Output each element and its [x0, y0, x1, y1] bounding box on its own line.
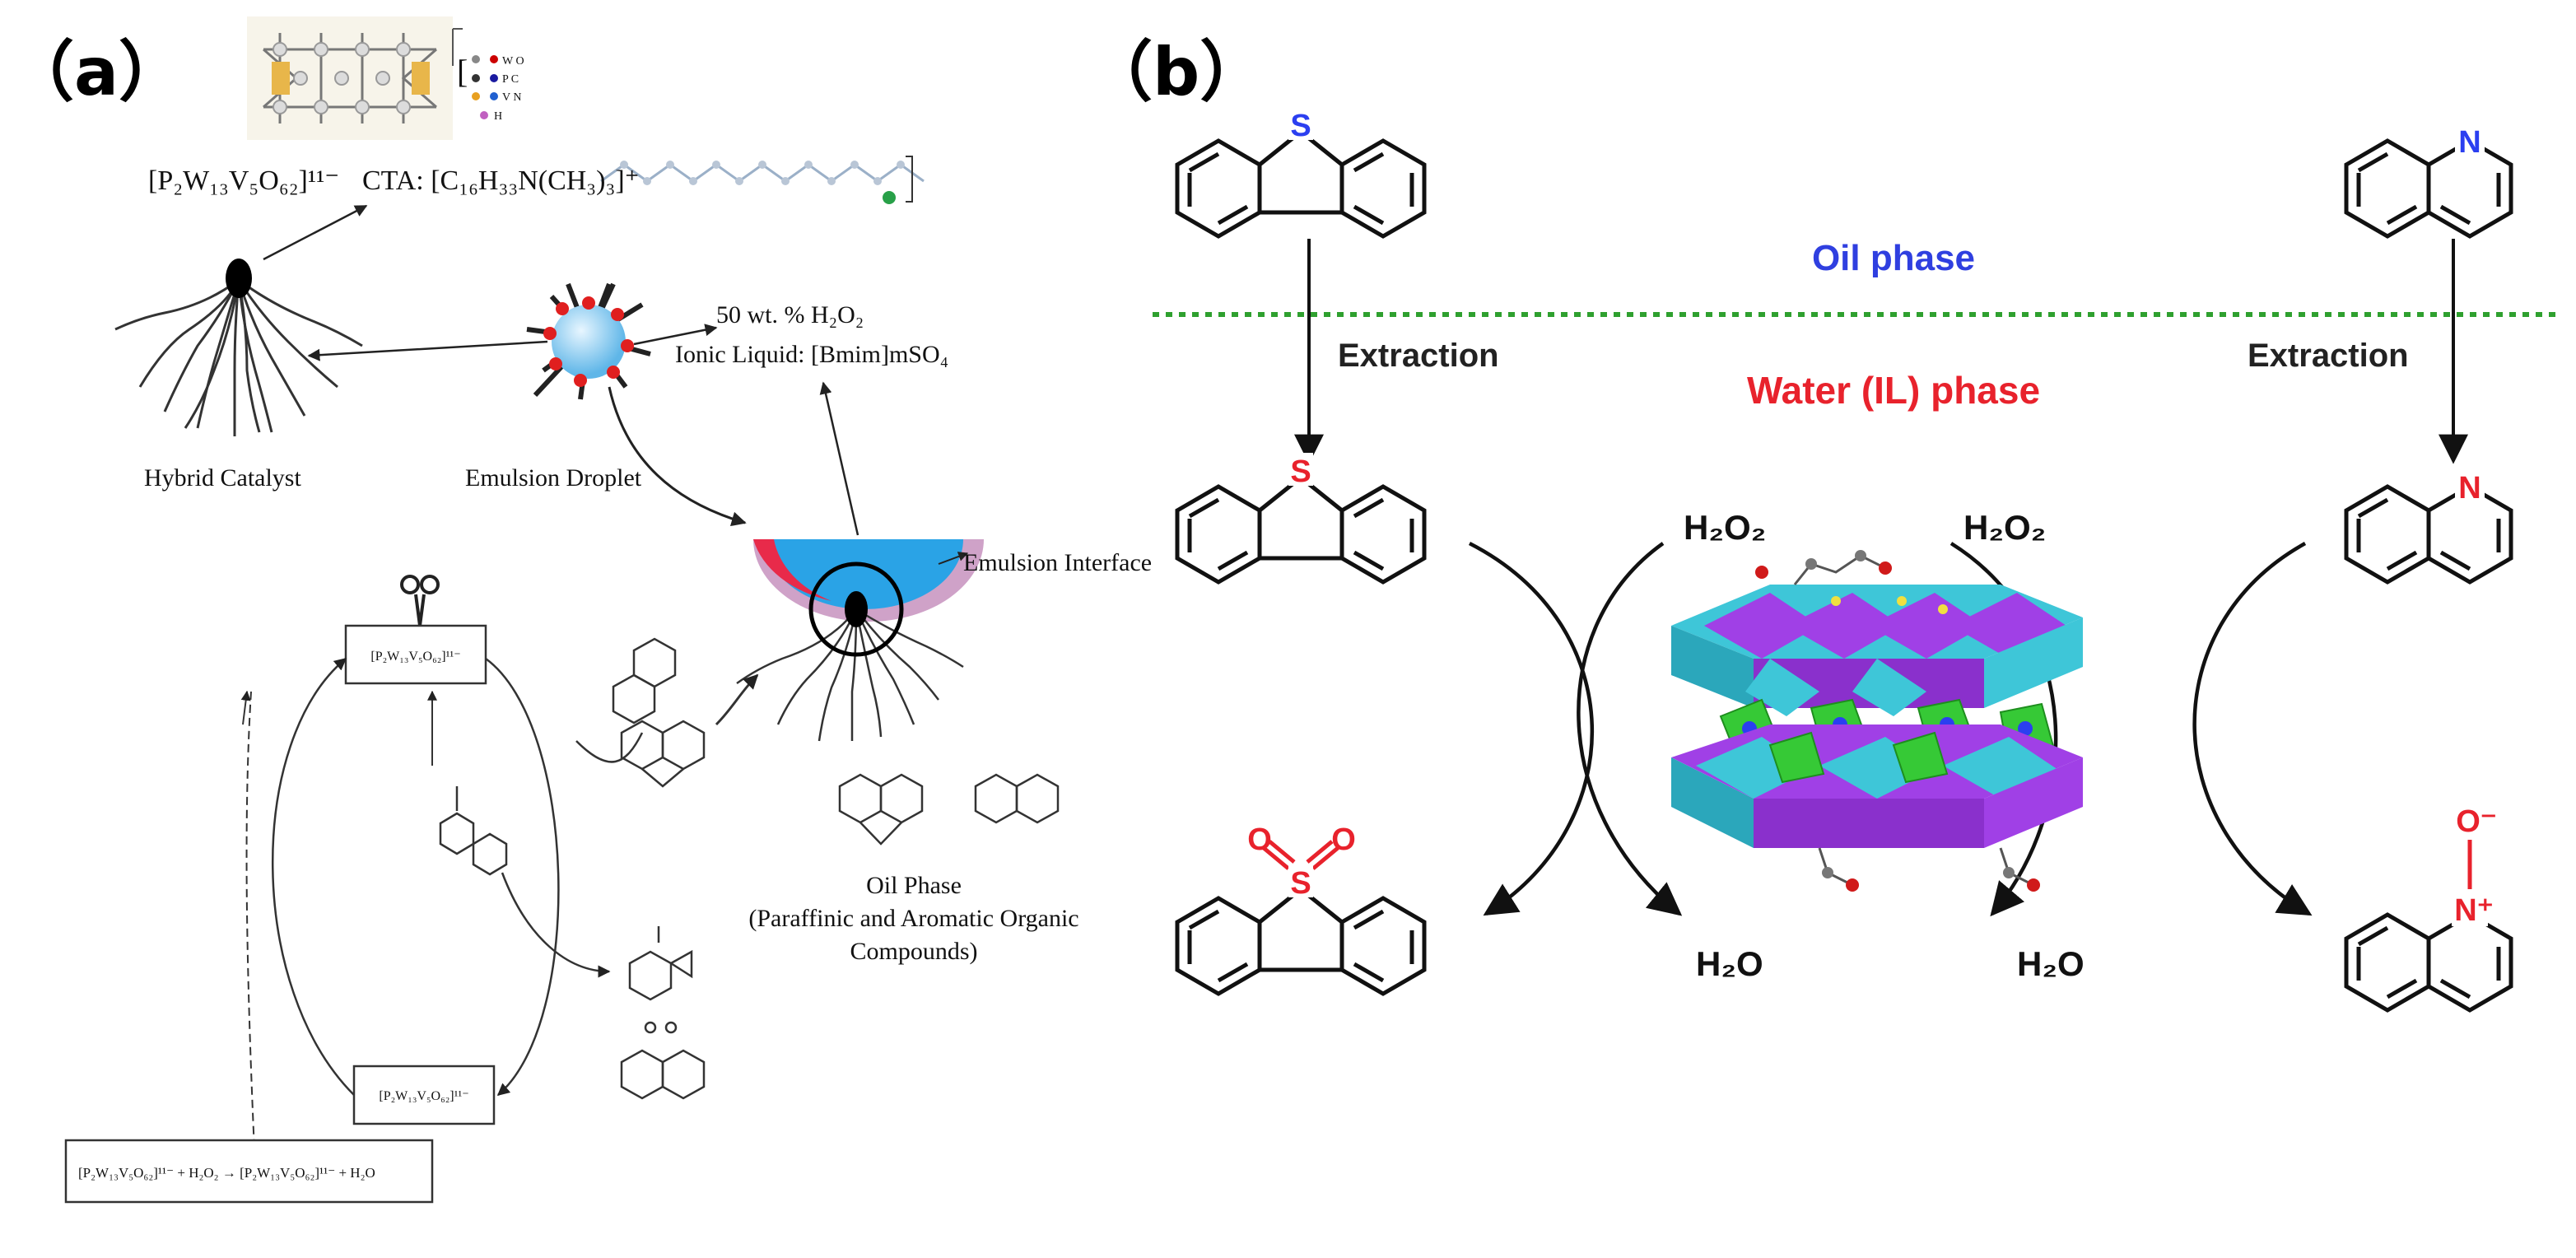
atom-s-water: S: [1290, 454, 1311, 489]
svg-text:[: [: [457, 53, 468, 90]
h2o2-label: 50 wt. % H₂O₂: [716, 301, 864, 328]
emulsion-interface-label: Emulsion Interface: [963, 549, 1152, 576]
oil-quinoline-icon: [974, 773, 1060, 824]
legend-w: W O: [502, 55, 524, 68]
dbt-oil-molecule: [1175, 107, 1427, 239]
dbt-water-molecule: [1175, 453, 1427, 585]
oil-dbt-icon: [838, 773, 924, 846]
quinoline-oil-molecule: [2344, 123, 2513, 239]
atom-o-minus: O⁻: [2456, 804, 2497, 839]
svg-text:V N: V N: [502, 91, 521, 104]
h2o2-left: H₂O₂: [1684, 508, 1766, 547]
oil-phase-title: Oil phase: [1812, 238, 1975, 278]
quinoline-oxide-small-icon: [628, 926, 693, 1001]
atom-n-oil: N: [2458, 125, 2481, 160]
oil-phase-sub2: Compounds): [850, 938, 977, 965]
atom-o-right: O: [1331, 822, 1356, 857]
hybrid-catalyst-label: Hybrid Catalyst: [144, 464, 301, 492]
panel-b: （b） Oil phase Water (IL) phase S Extract…: [1087, 34, 2560, 1013]
svg-text:H: H: [494, 110, 502, 123]
panel-a-label: （a）: [8, 34, 184, 110]
dbt-small-icon: [620, 720, 706, 788]
atom-o-left: O: [1247, 822, 1272, 857]
oil-phase-sub1: (Paraffinic and Aromatic Organic: [748, 905, 1078, 932]
dbt-sulfone-small-icon: [620, 1021, 706, 1100]
catalyst-crystal-structure: [1671, 550, 2083, 892]
atom-n-plus: N⁺: [2454, 893, 2494, 928]
extraction-left-label: Extraction: [1338, 338, 1499, 374]
pom-structure-image: [247, 16, 463, 140]
h2o-left: H₂O: [1696, 944, 1763, 983]
atom-s-oil: S: [1290, 109, 1311, 143]
catalytic-cycle: [P₂W₁₃V₅O₆₂]¹¹⁻ [P₂W₁₃V₅O₆₂]¹¹⁻: [240, 624, 644, 1171]
emulsion-interface-icon: [736, 539, 984, 742]
quinoline-small-icon: [612, 637, 677, 725]
panel-b-label: （b）: [1087, 34, 1265, 110]
cta-chain-image: [600, 156, 925, 204]
emulsion-droplet-icon: [526, 282, 651, 400]
pom-formula: [P₂W₁₃V₅O₆₂]¹¹⁻: [148, 165, 339, 196]
reaction-arrows: [1468, 541, 2313, 917]
dbt-sulfone-molecule: [1175, 840, 1427, 996]
extraction-right-label: Extraction: [2248, 338, 2409, 374]
cycle-bottom-box: [P₂W₁₃V₅O₆₂]¹¹⁻: [379, 1089, 468, 1103]
h2o-right: H₂O: [2017, 944, 2085, 983]
cta-formula: CTA: [C₁₆H₃₃N(CH₃)₃]⁺: [362, 165, 640, 196]
equation-box: [64, 1139, 434, 1204]
atom-n-water: N: [2458, 471, 2481, 506]
water-phase-title: Water (IL) phase: [1747, 369, 2040, 412]
hybrid-catalyst-icon: [114, 259, 363, 436]
peroxo-icon: [400, 575, 440, 627]
cycle-dbt-icon: [439, 786, 508, 876]
panel-a: （a） [: [8, 16, 1152, 1204]
ionic-liquid-label: Ionic Liquid: [Bmim]mSO₄: [675, 341, 948, 368]
equation-text: [P₂W₁₃V₅O₆₂]¹¹⁻ + H₂O₂ → [P₂W₁₃V₅O₆₂]¹¹⁻…: [78, 1165, 375, 1181]
quinoline-oxide-molecule: [2344, 840, 2513, 1013]
oil-phase-label: Oil Phase: [866, 872, 962, 899]
atom-s-sulfone: S: [1290, 866, 1311, 901]
element-legend: [ W O P C V N H: [457, 53, 524, 123]
cycle-top-box: [P₂W₁₃V₅O₆₂]¹¹⁻: [370, 650, 460, 664]
svg-text:P C: P C: [502, 73, 519, 86]
quinoline-water-molecule: [2344, 469, 2513, 585]
h2o2-right: H₂O₂: [1963, 508, 2046, 547]
emulsion-droplet-label: Emulsion Droplet: [465, 464, 642, 492]
